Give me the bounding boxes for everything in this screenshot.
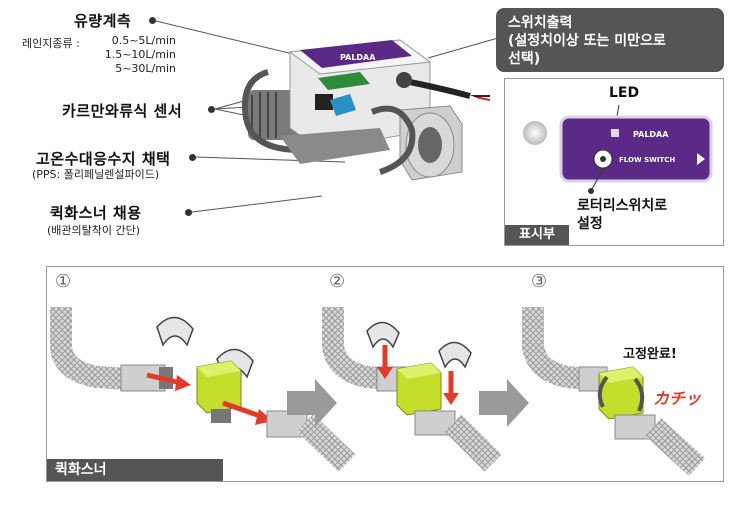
display-brand-text: PALDAA	[633, 130, 669, 139]
fastener-label: 퀵화스너 채용	[50, 204, 142, 222]
display-illustration: PALDAA FLOW SWITCH	[523, 104, 713, 194]
step-3-number: ③	[531, 271, 548, 292]
down-arrow	[377, 367, 393, 379]
quick-fastener-tag: 퀵화스너	[47, 459, 223, 481]
range-item: 5~30L/min	[115, 62, 176, 75]
fastener-sub-label: (배관의탈착이 간단)	[47, 224, 141, 237]
insert-arrow	[175, 375, 191, 391]
led-window	[611, 129, 619, 137]
range-item: 1.5~10L/min	[104, 48, 176, 61]
left-clip	[242, 69, 301, 153]
clip-icon	[438, 341, 472, 369]
brand-plate	[300, 40, 412, 68]
right-clip	[370, 105, 416, 175]
step-1-number: ①	[55, 271, 72, 292]
rotary-label: 로터리스위치로 설정	[577, 198, 668, 232]
leader-line	[191, 195, 323, 213]
callout-dot	[185, 209, 192, 216]
range-list: 0.5~5L/min 1.5~10L/min 5~30L/min	[96, 34, 176, 76]
click-sound-label: カチッ	[653, 389, 702, 408]
flow-measure-label: 유량계측	[74, 12, 132, 30]
resin-label: 고온수대응수지 채택	[36, 150, 171, 168]
fix-complete-label: 고정완료!	[623, 347, 677, 362]
leader-line	[427, 37, 499, 59]
switch-output-box: 스위치출력 (설정치이상 또는 미만으로 선택)	[496, 8, 724, 72]
display-panel: LED PALDAA FLOW SWITCH 로터리스위치로 설정 표시부	[504, 78, 724, 246]
down-arrow	[443, 393, 459, 405]
assembly-steps-illustration	[50, 307, 706, 476]
callout-dot	[189, 154, 196, 161]
step-3-scene	[522, 307, 706, 476]
clip-icon	[366, 321, 400, 349]
sensor-element	[315, 94, 333, 110]
range-item: 0.5~5L/min	[111, 34, 176, 47]
device-illustration: PALDAA	[155, 20, 499, 213]
resin-sub-label: (PPS: 폴리페닐렌설파이드)	[32, 168, 160, 181]
clip-icon	[156, 316, 194, 347]
display-face	[559, 115, 713, 183]
step-arrow-icon	[287, 379, 337, 427]
step-arrow-icon	[479, 379, 529, 427]
quick-fastener-panel: ① ② ③	[46, 266, 724, 482]
sensor-label: 카르만와류식 센서	[62, 102, 183, 120]
display-tag: 표시부	[505, 225, 569, 245]
led-indicator	[523, 121, 547, 145]
led-label: LED	[609, 85, 640, 101]
left-thread	[248, 90, 298, 140]
switch-output-text: 스위치출력 (설정치이상 또는 미만으로 선택)	[508, 15, 666, 67]
flow-switch-text: FLOW SWITCH	[619, 156, 675, 164]
callout-dot	[208, 106, 215, 113]
step-1-scene	[50, 307, 356, 472]
step-2-number: ②	[329, 271, 346, 292]
range-label: 레인지종류 :	[22, 37, 80, 50]
right-fitting	[399, 105, 463, 181]
callout-dot	[149, 17, 156, 24]
step-2-scene	[322, 307, 502, 472]
brand-text: PALDAA	[340, 53, 376, 62]
leader-line	[195, 156, 346, 163]
